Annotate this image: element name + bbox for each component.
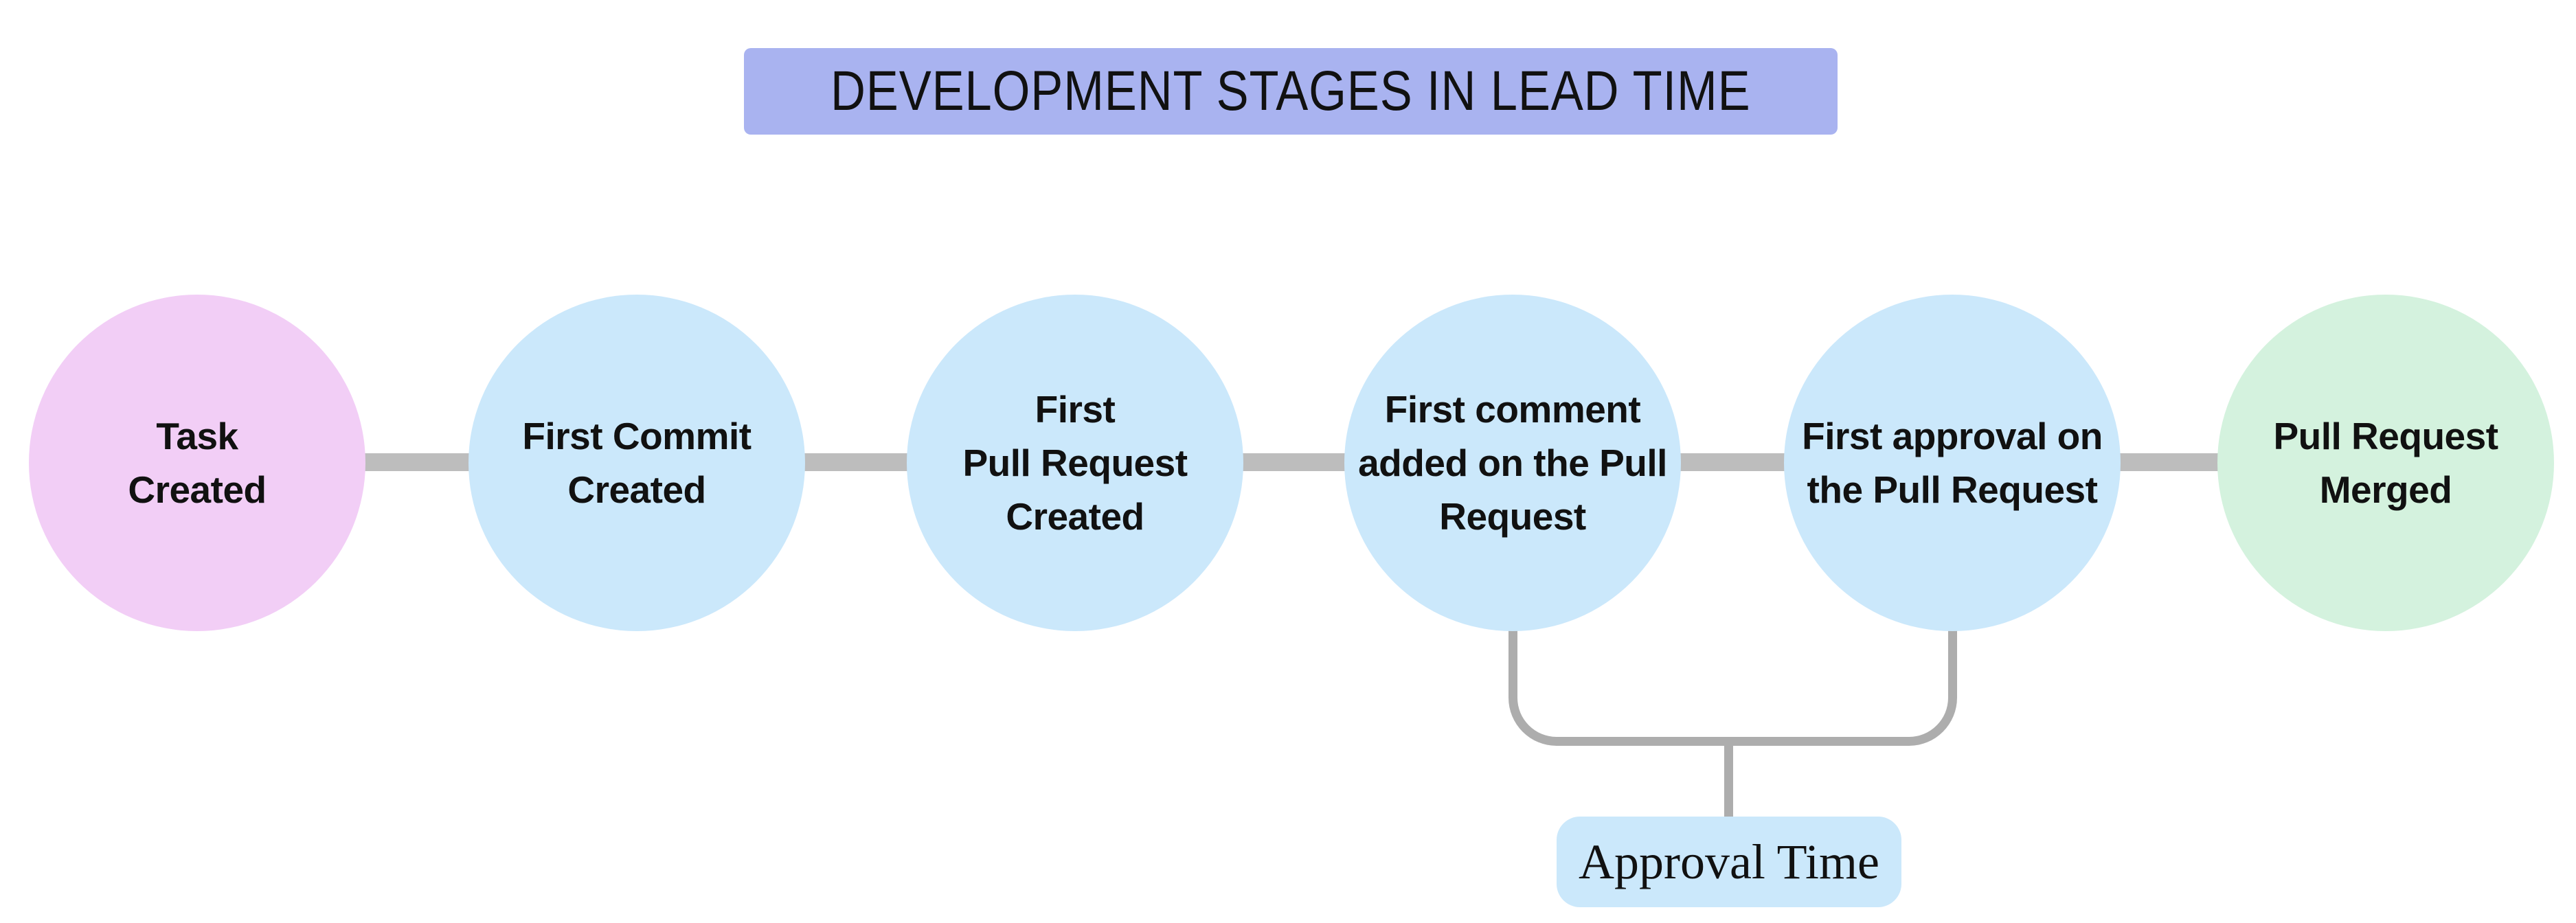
stage-circle-task-created: Task Created <box>29 295 365 631</box>
diagram-title: DEVELOPMENT STAGES IN LEAD TIME <box>831 60 1751 122</box>
stage-label: First Pull Request Created <box>962 387 1188 538</box>
stage-connector <box>790 453 924 471</box>
approval-time-label: Approval Time <box>1578 834 1880 889</box>
approval-time-bracket <box>1509 626 1957 746</box>
stage-label: First comment added on the Pull Request <box>1358 387 1667 538</box>
stage-circle-first-pull-request-created: First Pull Request Created <box>907 295 1243 631</box>
stage-circle-first-comment-added: First comment added on the Pull Request <box>1344 295 1681 631</box>
stage-connector <box>1669 453 1803 471</box>
stage-connector <box>2105 453 2236 471</box>
stage-label: First Commit Created <box>522 414 752 511</box>
stage-circle-first-approval: First approval on the Pull Request <box>1784 295 2121 631</box>
stage-label: Task Created <box>128 414 267 511</box>
title-box: DEVELOPMENT STAGES IN LEAD TIME <box>744 48 1838 135</box>
stage-label: First approval on the Pull Request <box>1802 414 2103 511</box>
stage-connector <box>350 453 484 471</box>
stage-circle-pull-request-merged: Pull Request Merged <box>2217 295 2554 631</box>
approval-time-box: Approval Time <box>1557 817 1901 907</box>
stage-circle-first-commit-created: First Commit Created <box>468 295 805 631</box>
stage-label: Pull Request Merged <box>2273 414 2498 511</box>
approval-time-bracket-stem <box>1724 744 1733 817</box>
stage-connector <box>1230 453 1364 471</box>
